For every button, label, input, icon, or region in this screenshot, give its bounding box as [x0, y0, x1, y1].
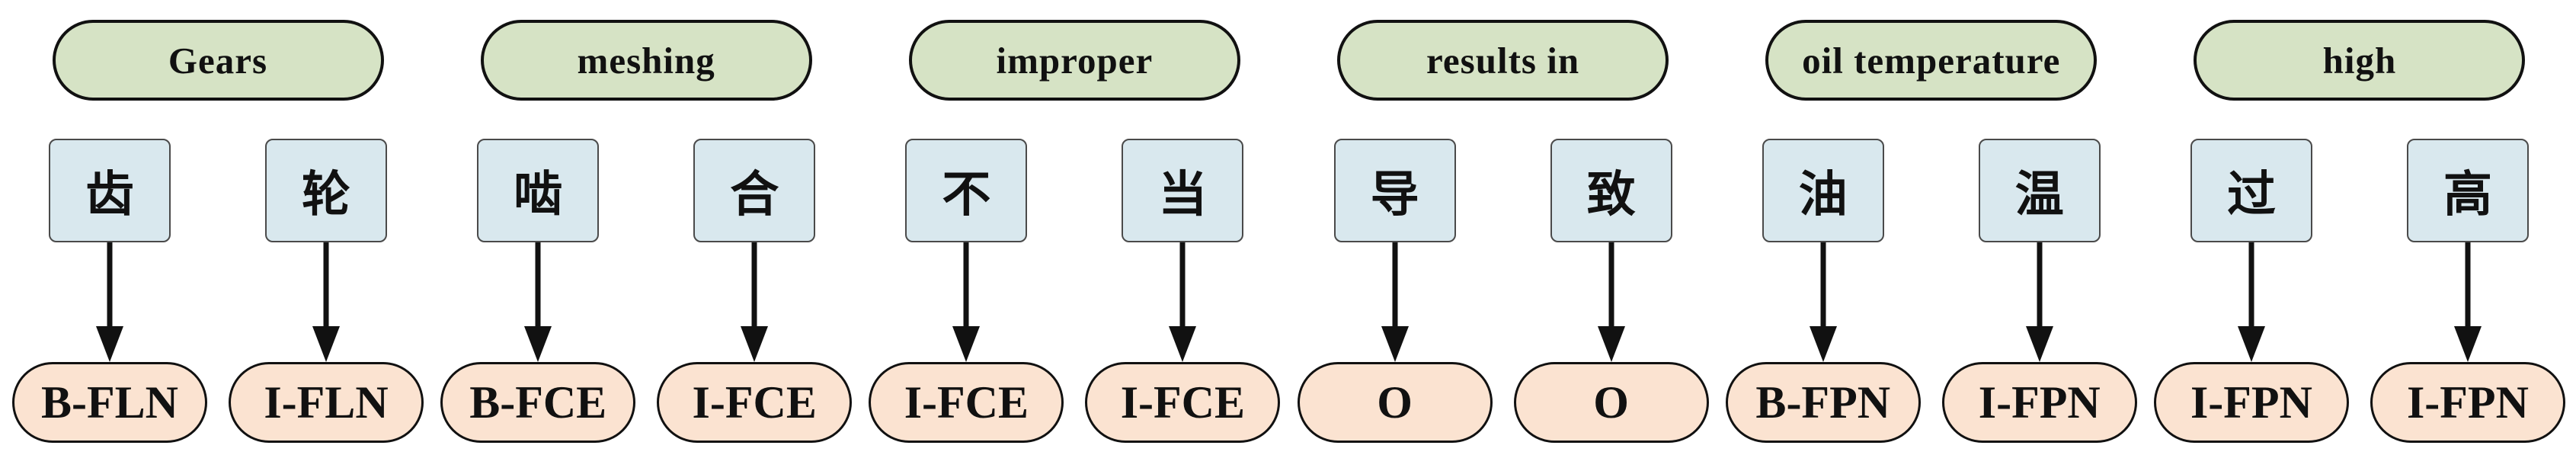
tag-pill: B-FPN [1725, 362, 1921, 443]
down-arrow-icon [1809, 242, 1837, 362]
token-column: 轮 I-FLN [229, 139, 424, 443]
group-gears: Gears 齿 B-FLN 轮 I-FLN [12, 0, 424, 471]
down-arrow-icon [2025, 242, 2053, 362]
token-column: 温 I-FPN [1941, 139, 2137, 443]
char-box: 过 [2190, 139, 2312, 242]
english-word-pill: results in [1337, 20, 1669, 101]
char-box: 致 [1550, 139, 1672, 242]
token-column: 啮 B-FCE [440, 139, 636, 443]
tag-pill: I-FPN [2370, 362, 2565, 443]
down-arrow-icon [952, 242, 981, 362]
token-row: 不 I-FCE 当 I-FCE [869, 139, 1281, 443]
group-meshing: meshing 啮 B-FCE 合 I-FCE [440, 0, 853, 471]
group-results-in: results in 导 O 致 O [1297, 0, 1709, 471]
tag-pill: I-FLN [229, 362, 424, 443]
english-word-pill: Gears [52, 20, 384, 101]
char-box: 合 [693, 139, 816, 242]
tag-pill: O [1297, 362, 1493, 443]
char-box: 高 [2406, 139, 2529, 242]
char-box: 齿 [49, 139, 171, 242]
tag-pill: I-FCE [869, 362, 1064, 443]
down-arrow-icon [2453, 242, 2482, 362]
english-word-pill: oil temperature [1765, 20, 2098, 101]
group-improper: improper 不 I-FCE 当 I-FCE [869, 0, 1281, 471]
token-column: 合 I-FCE [657, 139, 853, 443]
english-word-pill: high [2194, 20, 2526, 101]
token-row: 油 B-FPN 温 I-FPN [1725, 139, 2137, 443]
english-word-pill: improper [908, 20, 1240, 101]
token-column: 不 I-FCE [869, 139, 1064, 443]
token-column: 齿 B-FLN [12, 139, 207, 443]
char-box: 油 [1762, 139, 1884, 242]
char-box: 轮 [265, 139, 387, 242]
token-column: 油 B-FPN [1725, 139, 1921, 443]
group-oil-temperature: oil temperature 油 B-FPN 温 I-FPN [1725, 0, 2137, 471]
tag-pill: O [1513, 362, 1709, 443]
token-column: 致 O [1513, 139, 1709, 443]
tag-pill: B-FLN [12, 362, 207, 443]
token-column: 高 I-FPN [2370, 139, 2565, 443]
down-arrow-icon [741, 242, 769, 362]
down-arrow-icon [2237, 242, 2265, 362]
char-box: 当 [1122, 139, 1244, 242]
char-box: 温 [1978, 139, 2101, 242]
token-row: 过 I-FPN 高 I-FPN [2153, 139, 2565, 443]
tag-pill: B-FCE [440, 362, 636, 443]
token-column: 导 O [1297, 139, 1493, 443]
tag-pill: I-FCE [657, 362, 853, 443]
token-row: 啮 B-FCE 合 I-FCE [440, 139, 853, 443]
char-box: 啮 [477, 139, 600, 242]
token-column: 过 I-FPN [2153, 139, 2349, 443]
down-arrow-icon [1597, 242, 1625, 362]
down-arrow-icon [1169, 242, 1197, 362]
down-arrow-icon [96, 242, 123, 362]
down-arrow-icon [1381, 242, 1409, 362]
tag-pill: I-FPN [1941, 362, 2137, 443]
char-box: 不 [905, 139, 1028, 242]
token-row: 齿 B-FLN 轮 I-FLN [12, 139, 424, 443]
token-column: 当 I-FCE [1085, 139, 1281, 443]
token-row: 导 O 致 O [1297, 139, 1709, 443]
down-arrow-icon [524, 242, 552, 362]
tag-pill: I-FPN [2153, 362, 2349, 443]
english-word-pill: meshing [480, 20, 812, 101]
group-high: high 过 I-FPN 高 I-FPN [2153, 0, 2565, 471]
tag-pill: I-FCE [1085, 362, 1281, 443]
down-arrow-icon [312, 242, 340, 362]
char-box: 导 [1333, 139, 1456, 242]
